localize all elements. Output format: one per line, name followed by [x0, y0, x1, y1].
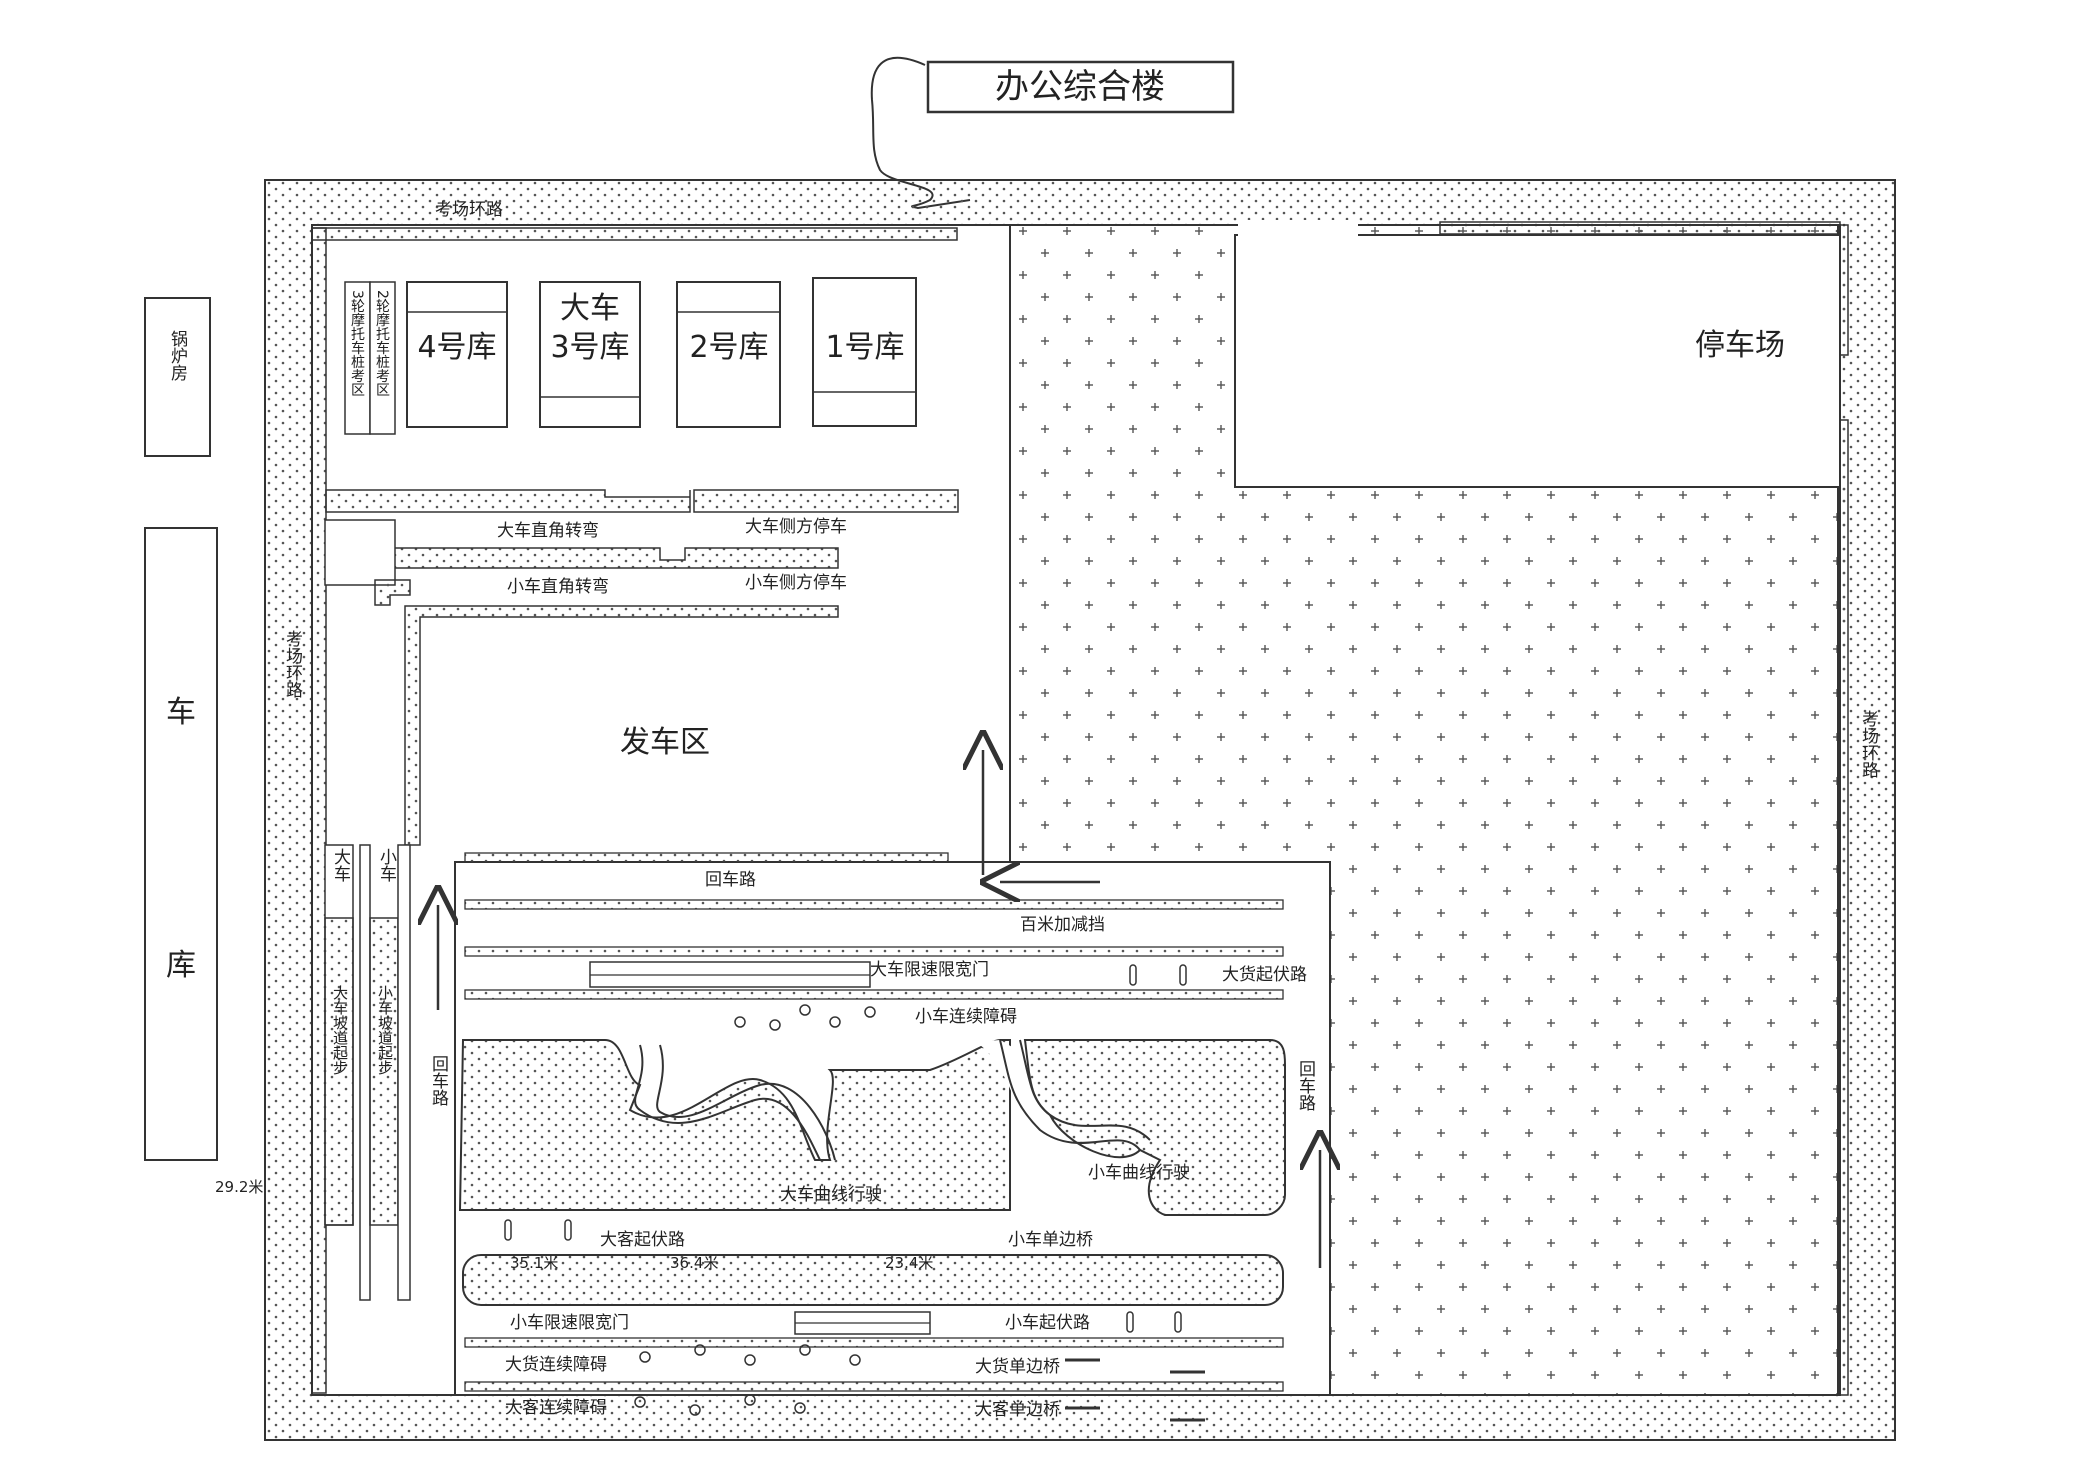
boiler-room: 锅炉房: [144, 297, 211, 457]
bus-bridge-label: 大客单边桥: [975, 1400, 1060, 1420]
big-right-turn-label: 大车直角转弯: [497, 521, 599, 541]
garage-4: 4号库: [406, 281, 508, 428]
office-building-label: 办公综合楼: [995, 67, 1165, 107]
bus-bumps-label: 大客起伏路: [600, 1230, 685, 1250]
big-speed-gate-label: 大车限速限宽门: [870, 960, 989, 980]
small-right-turn-label: 小车直角转弯: [507, 577, 609, 597]
accel-100m-label: 百米加减挡: [1020, 915, 1105, 935]
small-curve-label: 小车曲线行驶: [1088, 1163, 1190, 1183]
slope-start-lanes: [324, 844, 411, 1301]
garage-3-note: 大车: [560, 291, 620, 326]
small-side-park-label: 小车侧方停车: [745, 573, 847, 593]
moto3-label: 3轮摩托车桩考区: [349, 290, 365, 397]
garage-2-label: 2号库: [689, 330, 768, 365]
garage-4-label: 4号库: [417, 330, 496, 365]
moto2-label: 2轮摩托车桩考区: [374, 290, 390, 397]
small-slope-start-label: 小车坡道起步: [376, 985, 394, 1075]
big-side-park-label: 大车侧方停车: [745, 517, 847, 537]
small-obstacles-label: 小车连续障碍: [915, 1007, 1017, 1027]
parking-label: 停车场: [1695, 328, 1785, 363]
garage-1-label: 1号库: [825, 330, 904, 365]
dimension-4: 23.4米: [885, 1254, 933, 1272]
dimension-1: 29.2米: [215, 1178, 263, 1196]
station-block: [454, 852, 1330, 1422]
departure-area-label: 发车区: [620, 725, 710, 760]
garage-3: 大车 3号库: [539, 281, 641, 428]
bus-obstacles-label: 大客连续障碍: [505, 1398, 607, 1418]
big-lane-label: 大车: [330, 848, 351, 882]
moto3-area: 3轮摩托车桩考区: [344, 281, 371, 435]
garage-label-top: 车: [166, 695, 196, 730]
return-road-label-left: 回车路: [428, 1055, 449, 1106]
cargo-obstacles-label: 大货连续障碍: [505, 1355, 607, 1375]
return-road-label-right: 回车路: [1295, 1060, 1316, 1111]
dimension-3: 36.4米: [670, 1254, 718, 1272]
garage-1: 1号库: [812, 277, 917, 427]
small-bridge-label: 小车单边桥: [1008, 1230, 1093, 1250]
small-speed-gate-label: 小车限速限宽门: [510, 1313, 629, 1333]
cargo-bridge-label: 大货单边桥: [975, 1357, 1060, 1377]
garage-building: 车 库: [144, 527, 218, 1161]
big-curve-label: 大车曲线行驶: [780, 1185, 882, 1205]
garage-2: 2号库: [676, 281, 781, 428]
small-lane-label: 小车: [376, 848, 397, 882]
parking-area: 停车场: [1009, 220, 1841, 1396]
garage-label-bottom: 库: [166, 948, 196, 983]
dimension-2: 35.1米: [510, 1254, 558, 1272]
moto2-area: 2轮摩托车桩考区: [369, 281, 396, 435]
turn-lanes: [324, 489, 959, 846]
exam-loop-label-right: 考场环路: [1858, 710, 1879, 778]
big-slope-start-label: 大车坡道起步: [331, 985, 349, 1075]
boiler-room-label: 锅炉房: [167, 330, 188, 382]
small-bumps-label: 小车起伏路: [1005, 1313, 1090, 1333]
office-building: 办公综合楼: [870, 56, 1235, 210]
return-road-label-top: 回车路: [705, 870, 756, 890]
exam-loop-label-left: 考场环路: [282, 630, 303, 698]
garage-3-label: 3号库: [550, 330, 629, 365]
exam-loop-label-top: 考场环路: [435, 200, 503, 220]
cargo-bumps-label: 大货起伏路: [1222, 965, 1307, 985]
